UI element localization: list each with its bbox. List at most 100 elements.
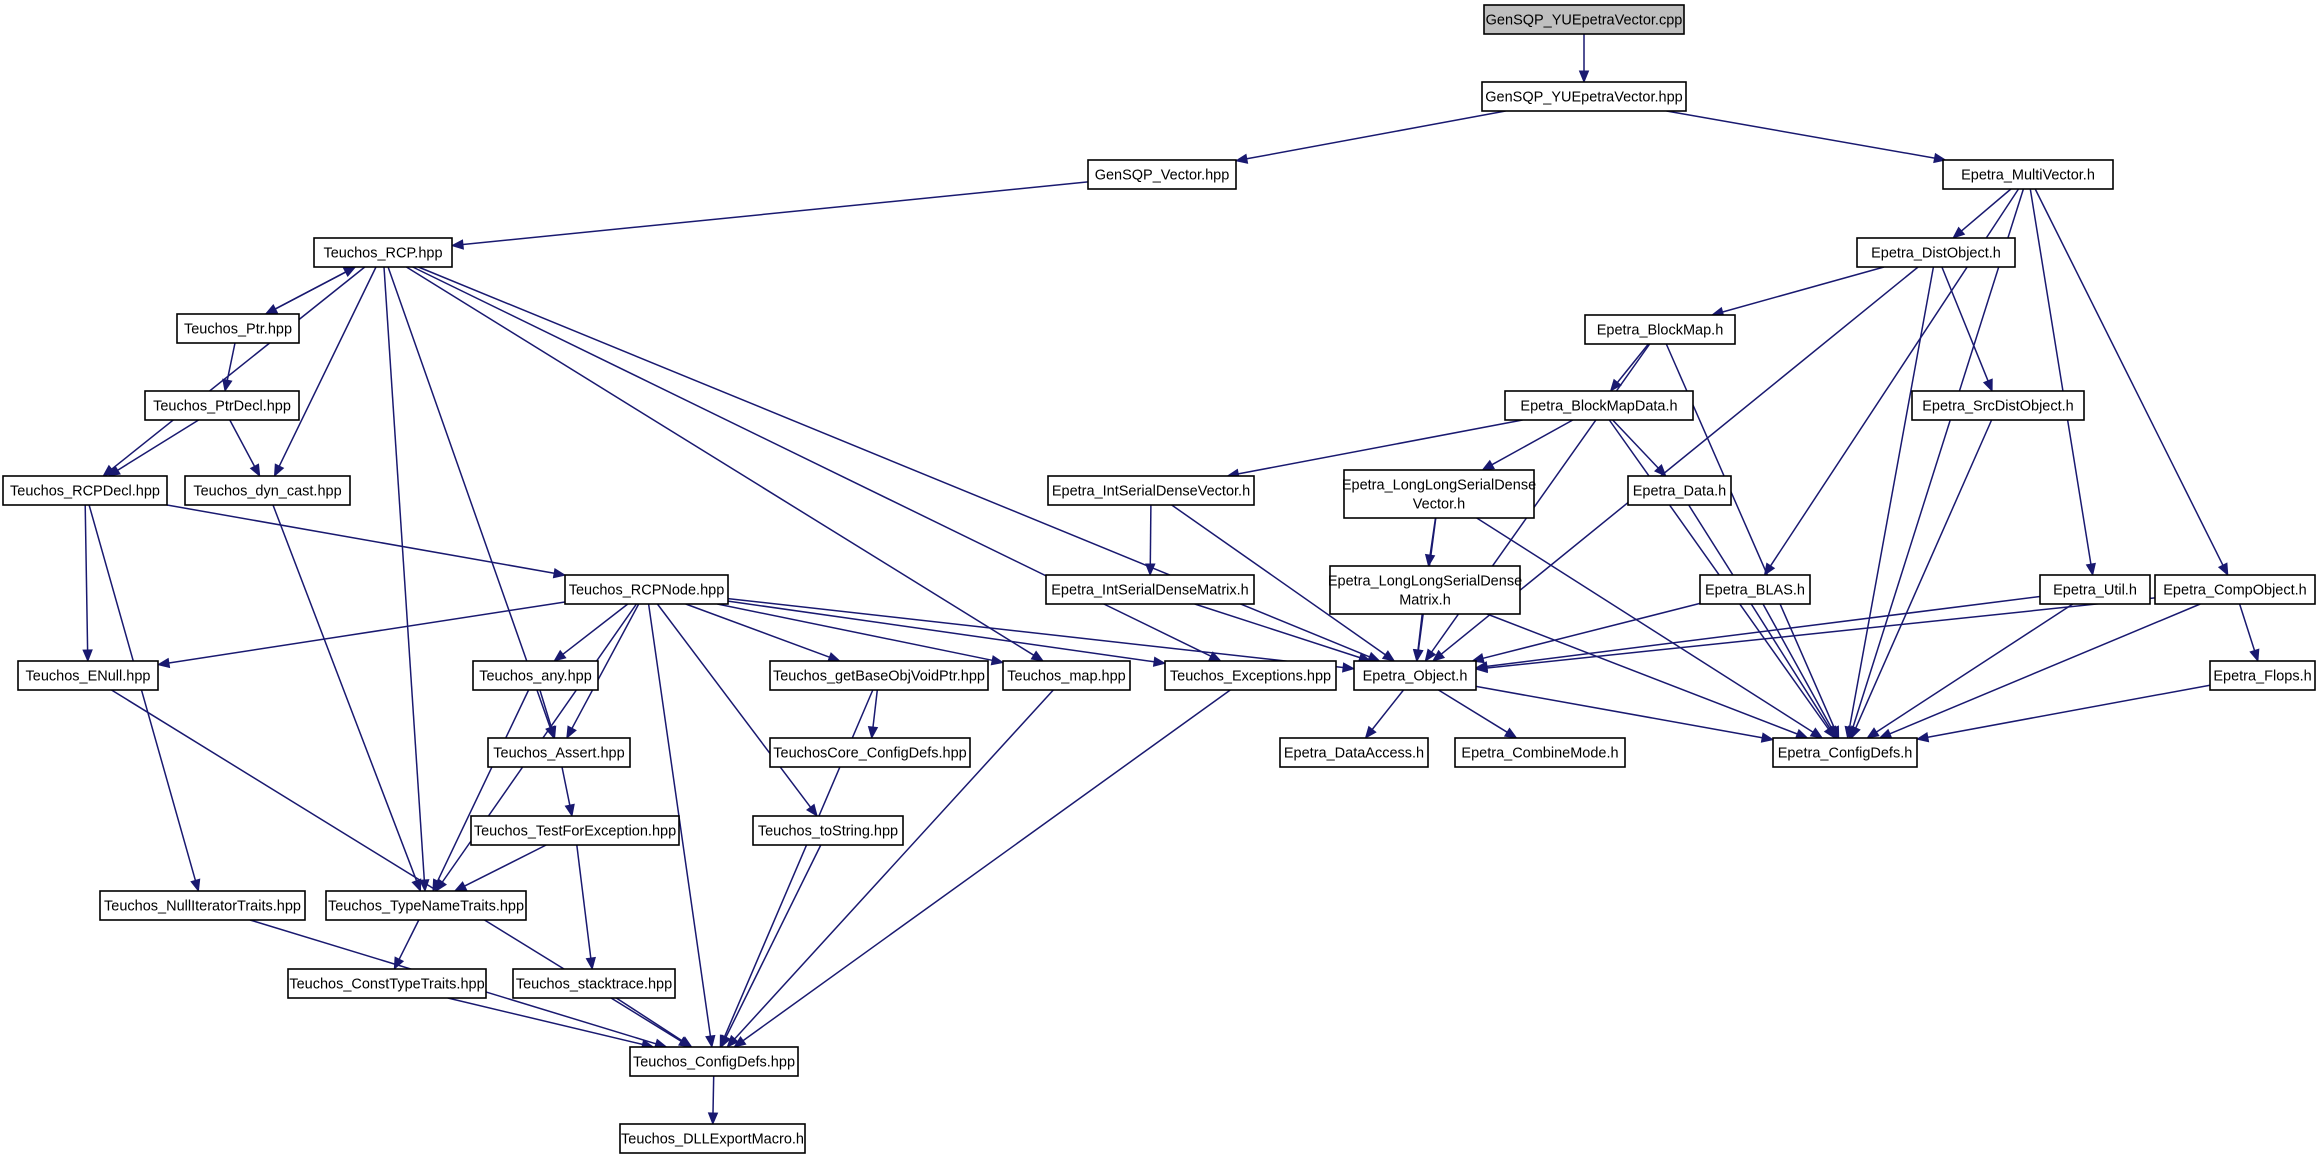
node-ep-srcdist[interactable]: Epetra_SrcDistObject.h [1911,390,2085,421]
edge-line [2034,188,2224,566]
node-ep-mv[interactable]: Epetra_MultiVector.h [1942,159,2114,190]
node-gen-hpp[interactable]: GenSQP_YUEpetraVector.hpp [1481,81,1687,112]
arrowhead-icon [1431,649,1446,662]
edge-line [685,603,830,658]
node-t-getbase[interactable]: Teuchos_getBaseObjVoidPtr.hpp [769,660,989,691]
node-t-rcpdecl[interactable]: Teuchos_RCPDecl.hpp [2,475,168,506]
arrowhead-icon [82,649,93,663]
node-ep-util[interactable]: Epetra_Util.h [2039,574,2151,605]
arrowhead-icon [1826,725,1838,740]
node-t-tnt[interactable]: Teuchos_TypeNameTraits.hpp [325,890,527,921]
edge-line [1961,188,2012,232]
edge-ep-comp-to-ep-cfg [1878,603,2201,739]
node-ep-data[interactable]: Epetra_Data.h [1627,475,1732,506]
node-box [287,968,487,999]
node-t-rcpnode[interactable]: Teuchos_RCPNode.hpp [564,574,729,605]
arrowhead-icon [1381,650,1396,662]
edge-ep-dist-to-ep-cfg [1844,266,1935,740]
node-t-ptr[interactable]: Teuchos_Ptr.hpp [176,313,300,344]
edge-ep-isdv-to-ep-obj [1171,504,1396,662]
node-ep-isdv[interactable]: Epetra_IntSerialDenseVector.h [1047,475,1255,506]
node-ep-blas[interactable]: Epetra_BLAS.h [1699,574,1811,605]
node-t-map[interactable]: Teuchos_map.hpp [1002,660,1131,691]
node-label: Epetra_CompObject.h [2163,583,2306,599]
node-ep-cfg[interactable]: Epetra_ConfigDefs.h [1772,737,1918,768]
edge-line [872,689,879,728]
arrowhead-icon [585,956,596,971]
node-label: Epetra_BlockMap.h [1597,323,1724,339]
edge-t-rcpnode-to-t-assert [566,603,640,740]
node-label: Teuchos_TestForException.hpp [474,824,676,840]
edge-line [1149,504,1152,565]
edge-line [1927,684,2211,738]
edge-line [1486,595,2041,668]
node-ep-isdm[interactable]: Epetra_IntSerialDenseMatrix.h [1045,574,1255,605]
node-t-nullit[interactable]: Teuchos_NullIteratorTraits.hpp [99,890,306,921]
node-ep-comp[interactable]: Epetra_CompObject.h [2154,574,2316,605]
node-t-tfe[interactable]: Teuchos_TestForException.hpp [470,815,680,846]
edge-ep-mv-to-ep-dist [1952,188,2012,239]
nodes-layer: GenSQP_YUEpetraVector.cppGenSQP_YUEpetra… [2,4,2316,1154]
node-t-stack[interactable]: Teuchos_stacktrace.hpp [512,968,676,999]
arrowhead-icon [677,1036,692,1048]
edge-line [1889,603,2201,735]
edge-line [2029,188,2092,565]
node-t-exc[interactable]: Teuchos_Exceptions.hpp [1164,660,1337,691]
edge-gen-hpp-to-ep-mv [1666,110,1947,164]
edge-line [398,919,420,960]
arrowhead-icon [827,652,842,662]
node-tc-cfg[interactable]: TeuchosCore_ConfigDefs.hpp [769,737,971,768]
edge-t-tostr-to-t-cfg [720,844,822,1049]
edge-t-map-to-t-cfg [726,689,1054,1048]
node-box [2154,574,2316,605]
node-ep-flops[interactable]: Epetra_Flops.h [2209,660,2316,691]
node-t-ptrdecl[interactable]: Teuchos_PtrDecl.hpp [144,390,300,421]
node-t-dll[interactable]: Teuchos_DLLExportMacro.h [619,1123,806,1154]
arrowhead-icon [1503,727,1518,739]
edge-line [462,181,1089,246]
node-gen-cpp[interactable]: GenSQP_YUEpetraVector.cpp [1483,4,1685,35]
edge-line [1438,689,1508,733]
edge-line [387,266,551,728]
node-ep-bmap[interactable]: Epetra_BlockMap.h [1584,314,1736,345]
edge-ep-obj-to-ep-comb [1438,689,1518,739]
edge-line [226,342,236,381]
arrowhead-icon [450,239,464,250]
arrowhead-icon [705,1034,716,1049]
edge-line [1876,603,2074,733]
node-t-enull[interactable]: Teuchos_ENull.hpp [17,660,159,691]
node-ep-dacc[interactable]: Epetra_DataAccess.h [1279,737,1429,768]
edge-line [1486,597,2156,669]
node-ep-bmapdata[interactable]: Epetra_BlockMapData.h [1504,390,1694,421]
arrowhead-icon [432,878,443,893]
arrowhead-icon [726,1034,739,1048]
node-box [1504,390,1694,421]
node-ep-comb[interactable]: Epetra_CombineMode.h [1454,737,1626,768]
node-box [1454,737,1626,768]
node-t-tostr[interactable]: Teuchos_toString.hpp [752,815,904,846]
node-ep-dist[interactable]: Epetra_DistObject.h [1856,237,2016,268]
edge-t-assert-to-t-tfe [561,766,575,818]
node-t-ctt[interactable]: Teuchos_ConstTypeTraits.hpp [287,968,487,999]
arrowhead-icon [1760,732,1775,743]
edge-ep-llsdm-to-ep-obj [1412,613,1424,663]
node-ep-obj[interactable]: Epetra_Object.h [1353,660,1477,691]
node-t-rcp[interactable]: Teuchos_RCP.hpp [313,237,453,268]
edge-t-getbase-to-tc-cfg [867,689,879,740]
node-t-cfg[interactable]: Teuchos_ConfigDefs.hpp [629,1046,799,1077]
node-t-any[interactable]: Teuchos_any.hpp [472,660,599,691]
node-t-dyncast[interactable]: Teuchos_dyn_cast.hpp [184,475,351,506]
node-label: Teuchos_ConstTypeTraits.hpp [289,977,484,993]
node-gen-vec[interactable]: GenSQP_Vector.hpp [1087,159,1237,190]
arrowhead-icon [1030,650,1045,662]
node-t-assert[interactable]: Teuchos_Assert.hpp [487,737,631,768]
edge-ep-obj-to-ep-cfg [1475,685,1775,743]
edge-line [1612,419,1659,469]
edge-ep-dist-to-ep-bmap [1710,266,1885,317]
node-label: Epetra_LongLongSerialDense [1342,478,1536,494]
node-label: Epetra_LongLongSerialDense [1328,574,1522,590]
edge-ep-mv-to-ep-comp [2034,188,2229,577]
edge-line [1417,613,1423,651]
